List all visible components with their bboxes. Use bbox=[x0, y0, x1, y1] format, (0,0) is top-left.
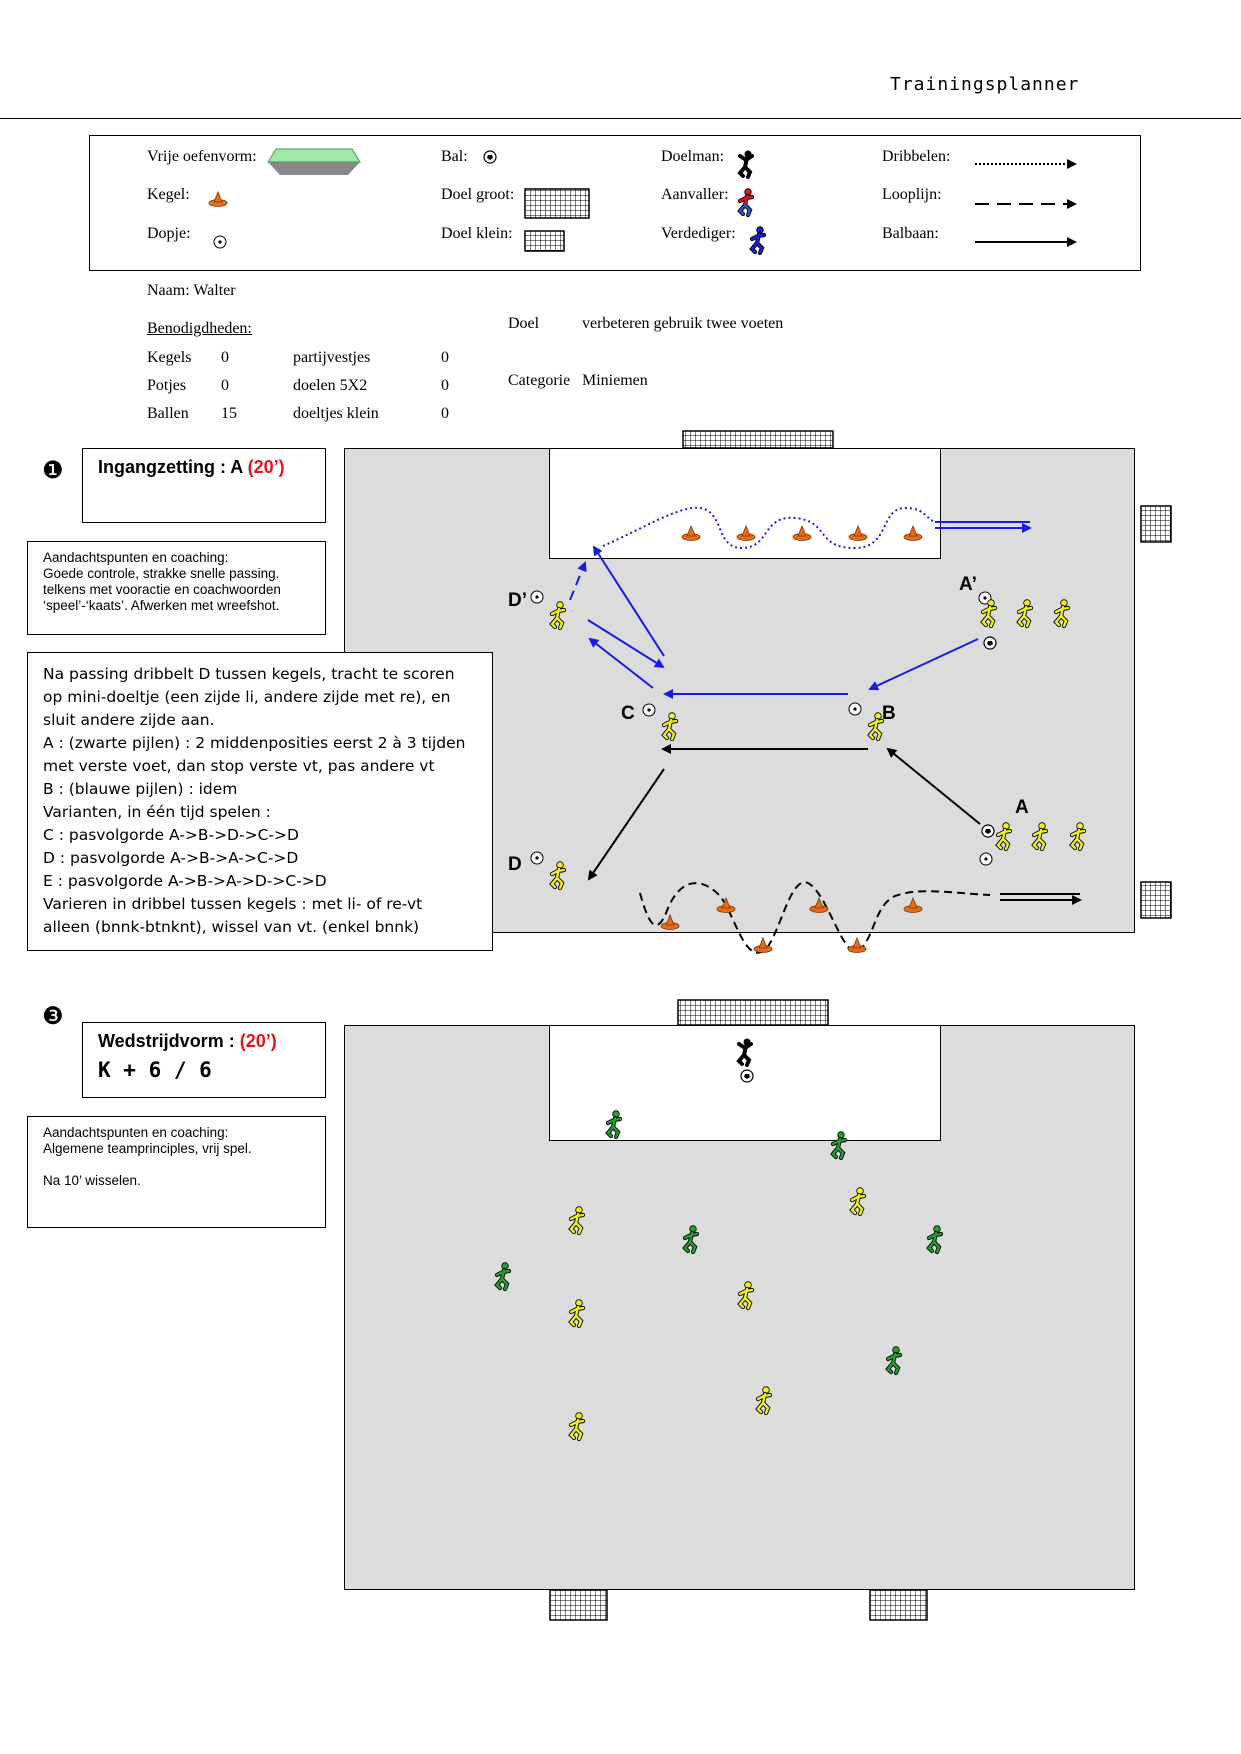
section1-number: ❶ bbox=[42, 456, 64, 484]
legend-verdediger-label: Verdediger: bbox=[661, 225, 736, 242]
section1-title: Ingangzetting : A bbox=[98, 457, 248, 477]
naam-label: Naam: Walter bbox=[147, 282, 236, 299]
penalty-area-section1 bbox=[549, 448, 941, 559]
position-label-a: A bbox=[1015, 797, 1029, 818]
legend-vrije-oefenvorm-label: Vrije oefenvorm: bbox=[147, 148, 257, 165]
coaching-line: Aandachtspunten en coaching: bbox=[43, 1125, 229, 1140]
legend-doel-groot-label: Doel groot: bbox=[441, 186, 515, 203]
item-doelen-label: doelen 5X2 bbox=[293, 377, 368, 394]
description-line: A : (zwarte pijlen) : 2 middenposities e… bbox=[43, 734, 466, 752]
legend-kegel-label: Kegel: bbox=[147, 186, 190, 203]
coaching-line: Na 10’ wisselen. bbox=[43, 1173, 141, 1188]
section1-title-box: Ingangzetting : A (20’) bbox=[82, 448, 326, 523]
coaching-line bbox=[43, 1157, 310, 1173]
legend-dopje-label: Dopje: bbox=[147, 225, 191, 242]
page-title: Trainingsplanner bbox=[890, 74, 1080, 95]
section3-subtitle: K + 6 / 6 bbox=[98, 1058, 212, 1082]
coaching-line: Aandachtspunten en coaching: bbox=[43, 550, 229, 565]
position-label-b: B bbox=[882, 703, 896, 724]
item-ballen-value: 15 bbox=[221, 405, 237, 422]
description-line: Varieren in dribbel tussen kegels : met … bbox=[43, 895, 423, 913]
legend-panel bbox=[89, 135, 1141, 271]
goal-large-top bbox=[682, 430, 834, 449]
section3-duration: (20’) bbox=[239, 1031, 277, 1051]
coaching-line: telkens met vooractie en coachwoorden bbox=[43, 582, 281, 597]
cone-icon bbox=[753, 937, 773, 953]
section1-description-box: Na passing dribbelt D tussen kegels, tra… bbox=[27, 652, 493, 951]
coaching-line: Algemene teamprinciples, vrij spel. bbox=[43, 1141, 252, 1156]
goal-small-bottom-left bbox=[549, 1589, 608, 1621]
position-label-d-prime: D’ bbox=[508, 590, 527, 611]
cone-icon bbox=[847, 937, 867, 953]
item-kegels-label: Kegels bbox=[147, 349, 192, 366]
description-line: Na passing dribbelt D tussen kegels, tra… bbox=[43, 665, 455, 683]
description-line: C : pasvolgorde A->B->D->C->D bbox=[43, 826, 299, 844]
item-kegels-value: 0 bbox=[221, 349, 229, 366]
description-line: sluit andere zijde aan. bbox=[43, 711, 215, 729]
section1-coaching-box: Aandachtspunten en coaching: Goede contr… bbox=[27, 541, 326, 635]
position-label-a-prime: A’ bbox=[959, 574, 977, 595]
goal-small-bottom-right bbox=[869, 1589, 928, 1621]
description-line: E : pasvolgorde A->B->A->D->C->D bbox=[43, 872, 327, 890]
section3-number: ❸ bbox=[42, 1002, 64, 1030]
section3-title: Wedstrijdvorm : bbox=[98, 1031, 240, 1051]
benodigdheden-heading: Benodigdheden: bbox=[147, 320, 252, 337]
legend-bal-label: Bal: bbox=[441, 148, 468, 165]
position-label-c: C bbox=[621, 703, 635, 724]
description-line: D : pasvolgorde A->B->A->C->D bbox=[43, 849, 299, 867]
doel-value: verbeteren gebruik twee voeten bbox=[582, 315, 784, 332]
legend-doelman-label: Doelman: bbox=[661, 148, 725, 165]
legend-aanvaller-label: Aanvaller: bbox=[661, 186, 729, 203]
item-doeltjes-label: doeltjes klein bbox=[293, 405, 379, 422]
section1-duration: (20’) bbox=[247, 457, 285, 477]
description-line: B : (blauwe pijlen) : idem bbox=[43, 780, 238, 798]
description-line: met verste voet, dan stop verste vt, pas… bbox=[43, 757, 435, 775]
section3-coaching-box: Aandachtspunten en coaching: Algemene te… bbox=[27, 1116, 326, 1228]
item-potjes-value: 0 bbox=[221, 377, 229, 394]
description-line: Varianten, in één tijd spelen : bbox=[43, 803, 271, 821]
penalty-area-section3 bbox=[549, 1025, 941, 1141]
legend-balbaan-label: Balbaan: bbox=[882, 225, 939, 242]
item-doelen-value: 0 bbox=[441, 377, 449, 394]
position-label-d: D bbox=[508, 854, 522, 875]
item-ballen-label: Ballen bbox=[147, 405, 189, 422]
goal-small-right-top bbox=[1140, 505, 1172, 543]
section3-title-box: Wedstrijdvorm : (20’) K + 6 / 6 bbox=[82, 1022, 326, 1098]
description-line: op mini-doeltje (een zijde li, andere zi… bbox=[43, 688, 451, 706]
legend-doel-klein-label: Doel klein: bbox=[441, 225, 513, 242]
item-potjes-label: Potjes bbox=[147, 377, 187, 394]
coaching-line: Goede controle, strakke snelle passing. bbox=[43, 566, 280, 581]
categorie-label: Categorie bbox=[508, 372, 571, 389]
legend-dribbelen-label: Dribbelen: bbox=[882, 148, 951, 165]
legend-looplijn-label: Looplijn: bbox=[882, 186, 942, 203]
header-divider bbox=[0, 118, 1241, 119]
doel-label: Doel bbox=[508, 315, 540, 332]
item-doeltjes-value: 0 bbox=[441, 405, 449, 422]
description-line: alleen (bnnk-btnknt), wissel van vt. (en… bbox=[43, 918, 420, 936]
categorie-value: Miniemen bbox=[582, 372, 648, 389]
item-partijvestjes-value: 0 bbox=[441, 349, 449, 366]
item-partijvestjes-label: partijvestjes bbox=[293, 349, 371, 366]
goal-small-right-bottom bbox=[1140, 881, 1172, 919]
coaching-line: ‘speel’-‘kaats’. Afwerken met wreefshot. bbox=[43, 598, 280, 613]
goal-large-top bbox=[677, 999, 829, 1026]
